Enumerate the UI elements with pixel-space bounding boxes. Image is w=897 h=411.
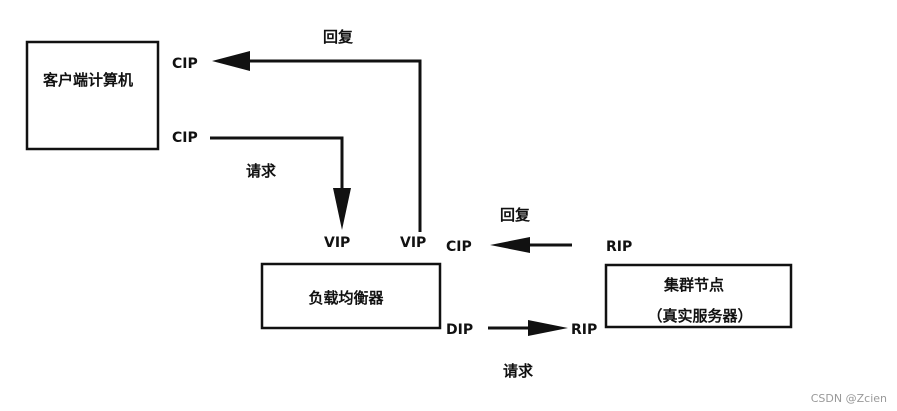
reply-label-top: 回复 [323, 28, 354, 46]
client-cip-bottom-label: CIP [172, 130, 198, 146]
load-balancer-box [260, 262, 442, 330]
request-label-left: 请求 [246, 162, 277, 180]
cluster-node-box [604, 263, 793, 329]
request-arrowhead-left [333, 188, 351, 230]
reply-path-top [250, 59, 422, 232]
request-arrowhead-bottom [528, 320, 568, 336]
cluster-rip-top-label: RIP [606, 239, 632, 255]
reply-arrowhead-top [212, 51, 250, 71]
client-cip-top-label: CIP [172, 56, 198, 72]
cluster-node-sublabel: （真实服务器） [647, 307, 752, 325]
balancer-vip-out-label: VIP [400, 235, 426, 251]
request-path-left [210, 136, 344, 188]
load-balancer-label: 负载均衡器 [308, 289, 384, 307]
watermark: CSDN @Zcien [811, 392, 887, 405]
balancer-dip-label: DIP [446, 322, 473, 338]
balancer-vip-in-label: VIP [324, 235, 350, 251]
client-computer-label: 客户端计算机 [42, 71, 133, 89]
request-label-bottom: 请求 [503, 362, 534, 380]
reply-label-right: 回复 [500, 206, 531, 224]
reply-arrowhead-right [490, 237, 530, 253]
cluster-rip-bottom-label: RIP [571, 322, 597, 338]
client-computer-box [25, 40, 160, 151]
cluster-node-label: 集群节点 [663, 276, 724, 294]
balancer-cip-label: CIP [446, 239, 472, 255]
